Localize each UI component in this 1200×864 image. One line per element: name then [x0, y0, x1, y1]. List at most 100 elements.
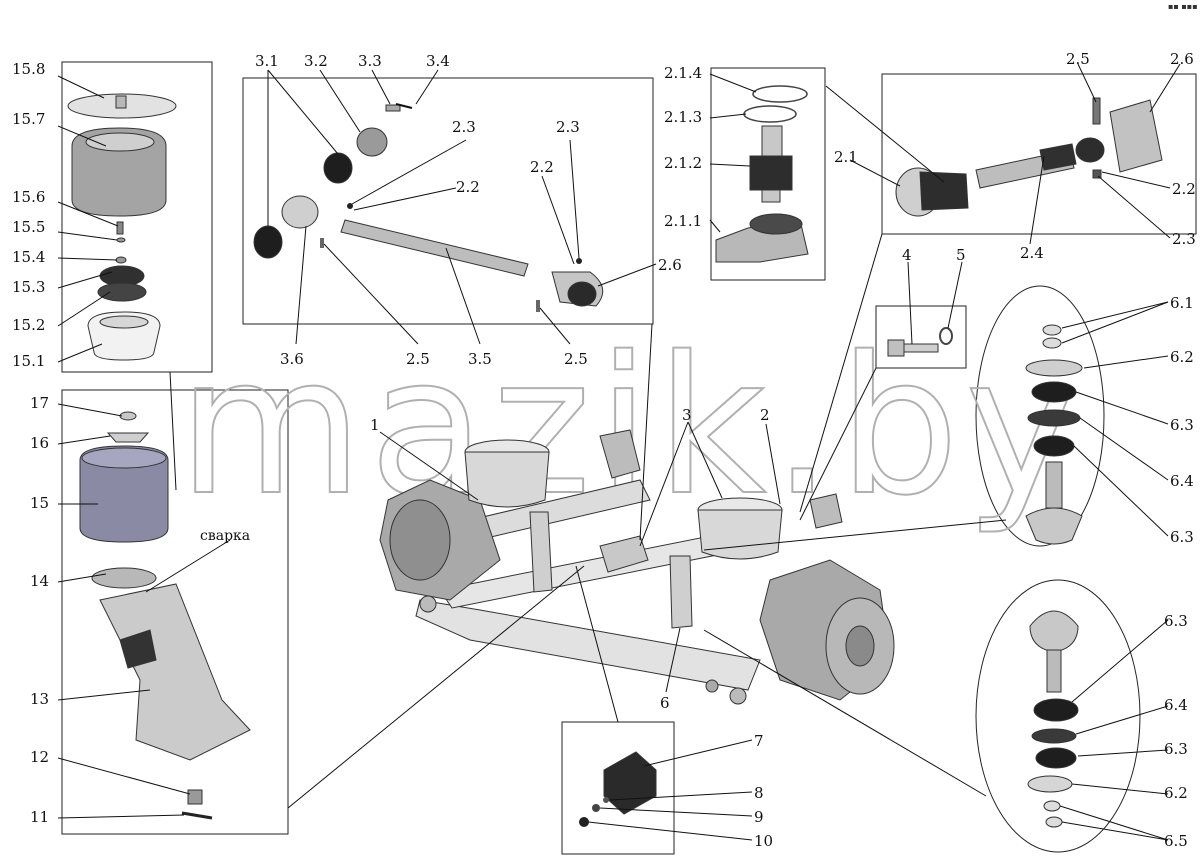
nut-6-5b — [1045, 816, 1063, 828]
label-15-5: 15.5 — [12, 218, 45, 236]
shock-mount-bottom-parts — [1027, 610, 1079, 828]
transverse-rod-parts — [253, 103, 604, 312]
bolt-12 — [187, 789, 203, 805]
label-2-5-b: 2.5 — [564, 350, 588, 368]
washer-15-5 — [116, 237, 126, 243]
cup-6-4 — [1027, 409, 1081, 427]
shock-rod-bottom — [1046, 649, 1062, 693]
label-15: 15 — [30, 494, 49, 512]
bolt-2-5c — [1092, 97, 1101, 125]
label-6-3-b: 6.3 — [1170, 528, 1194, 546]
label-10: 10 — [754, 832, 773, 850]
rod-joint-parts — [715, 85, 809, 263]
label-15-6: 15.6 — [12, 188, 45, 206]
nut-17 — [119, 411, 137, 421]
frame-transverse-rod — [242, 77, 654, 325]
label-13: 13 — [30, 690, 49, 708]
bolt-head-4 — [887, 339, 905, 357]
frame-air-spring-parts — [61, 61, 213, 373]
label-2-5-c: 2.5 — [1066, 50, 1090, 68]
label-2-3-b: 2.3 — [556, 118, 580, 136]
air-spring-15 — [79, 445, 169, 543]
label-6-1: 6.1 — [1170, 294, 1194, 312]
rubber-bellows — [71, 127, 167, 217]
label-2: 2 — [760, 406, 770, 424]
shock-absorber-right — [669, 555, 693, 629]
label-6-3-c: 6.3 — [1164, 612, 1188, 630]
bolt-washer-parts — [887, 327, 953, 357]
label-15-3: 15.3 — [12, 278, 45, 296]
label-6-3-d: 6.3 — [1164, 740, 1188, 758]
label-6-4-a: 6.4 — [1170, 472, 1194, 490]
cushion-6-3d — [1035, 747, 1077, 769]
washer-6-2b — [1027, 775, 1073, 793]
label-2-1-1: 2.1.1 — [664, 212, 702, 230]
cushion-6-3b — [1033, 435, 1075, 457]
label-2-1-2: 2.1.2 — [664, 154, 702, 172]
label-6-2-a: 6.2 — [1170, 348, 1194, 366]
label-2-6-a: 2.6 — [658, 256, 682, 274]
label-2-1-4: 2.1.4 — [664, 64, 702, 82]
bolt-2-5a — [320, 238, 324, 248]
label-8: 8 — [754, 784, 764, 802]
snap-ring-2-1-3 — [743, 105, 797, 123]
label-2-5-a: 2.5 — [406, 350, 430, 368]
label-2-3-c: 2.3 — [1172, 230, 1196, 248]
longitudinal-rod-parts — [895, 97, 1163, 217]
welding-annotation: сварка — [200, 528, 250, 544]
nut-15-4 — [115, 256, 127, 264]
frame-shock-mount-top — [975, 285, 1105, 547]
label-6-3-a: 6.3 — [1170, 416, 1194, 434]
label-2-4: 2.4 — [1020, 244, 1044, 262]
rod-mount — [599, 535, 649, 573]
air-spring-bracket-parts — [79, 411, 251, 820]
part-labels: 15.8 15.7 15.6 15.5 15.4 15.3 15.2 15.1 … — [12, 50, 1196, 850]
plate-16 — [106, 432, 150, 443]
rod-bracket-right — [809, 493, 843, 529]
nut-6-5a — [1043, 800, 1061, 812]
label-3-2: 3.2 — [304, 52, 328, 70]
label-5: 5 — [956, 246, 966, 264]
label-15-1: 15.1 — [12, 352, 45, 370]
bushing-3-1b — [323, 152, 353, 184]
label-2-1: 2.1 — [834, 148, 858, 166]
label-3-1: 3.1 — [255, 52, 279, 70]
shock-cap — [1025, 507, 1083, 545]
bracket-13 — [99, 583, 251, 761]
bolt-15-6 — [116, 221, 124, 235]
nut-2-3a — [347, 203, 353, 209]
cushion-6-3a — [1031, 381, 1077, 403]
label-2-3-a: 2.3 — [452, 118, 476, 136]
rear-suspension-assembly — [379, 429, 895, 705]
bushing-7 — [603, 751, 657, 815]
label-7: 7 — [754, 732, 764, 750]
nut-9 — [592, 804, 600, 812]
bump-stop-15-2 — [97, 282, 147, 302]
label-3-6: 3.6 — [280, 350, 304, 368]
pin-11 — [181, 811, 213, 820]
nut-2-2c — [1092, 169, 1102, 179]
washer-5 — [939, 327, 953, 345]
label-6-5: 6.5 — [1164, 832, 1188, 850]
shock-mount-top-parts — [1025, 324, 1083, 545]
rod-3-5 — [340, 219, 529, 277]
label-15-7: 15.7 — [12, 110, 45, 128]
label-2-1-3: 2.1.3 — [664, 108, 702, 126]
label-3-5: 3.5 — [468, 350, 492, 368]
label-15-4: 15.4 — [12, 248, 45, 266]
cap-3-2 — [356, 127, 388, 157]
cup-6-4b — [1031, 728, 1077, 744]
rod-bracket-left — [599, 429, 641, 479]
frame-beam-lower — [415, 599, 761, 691]
snap-ring-2-1-4 — [752, 85, 808, 103]
nut-6-1b — [1042, 337, 1062, 349]
label-11: 11 — [30, 808, 49, 826]
label-12: 12 — [30, 748, 49, 766]
bushing-3-1a — [253, 225, 283, 259]
label-6-2-b: 6.2 — [1164, 784, 1188, 802]
label-3: 3 — [682, 406, 692, 424]
leader-lines — [57, 63, 1181, 841]
label-14: 14 — [30, 572, 49, 590]
air-spring-parts — [67, 93, 177, 361]
